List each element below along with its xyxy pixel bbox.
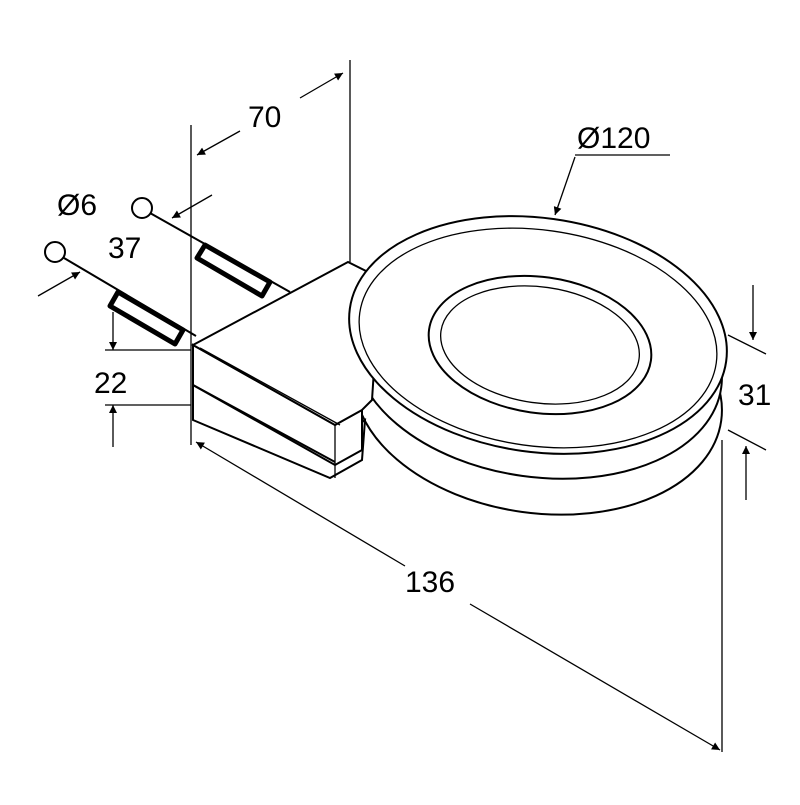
hole-diameter-label: Ø6 [57, 189, 97, 222]
extension-lines [105, 60, 767, 752]
dish-height-label: 31 [738, 379, 771, 412]
diameter-label: Ø120 [577, 122, 650, 155]
hole-icon [131, 197, 153, 219]
depth-label: 70 [248, 101, 281, 134]
total-length-label: 136 [405, 566, 455, 599]
base-height-label: 22 [94, 367, 127, 400]
hole-icon [44, 241, 66, 263]
dish-body [190, 215, 728, 516]
mounting-pins [44, 197, 291, 347]
dimension-lines [37, 72, 757, 751]
pin-length-label: 37 [108, 232, 141, 265]
